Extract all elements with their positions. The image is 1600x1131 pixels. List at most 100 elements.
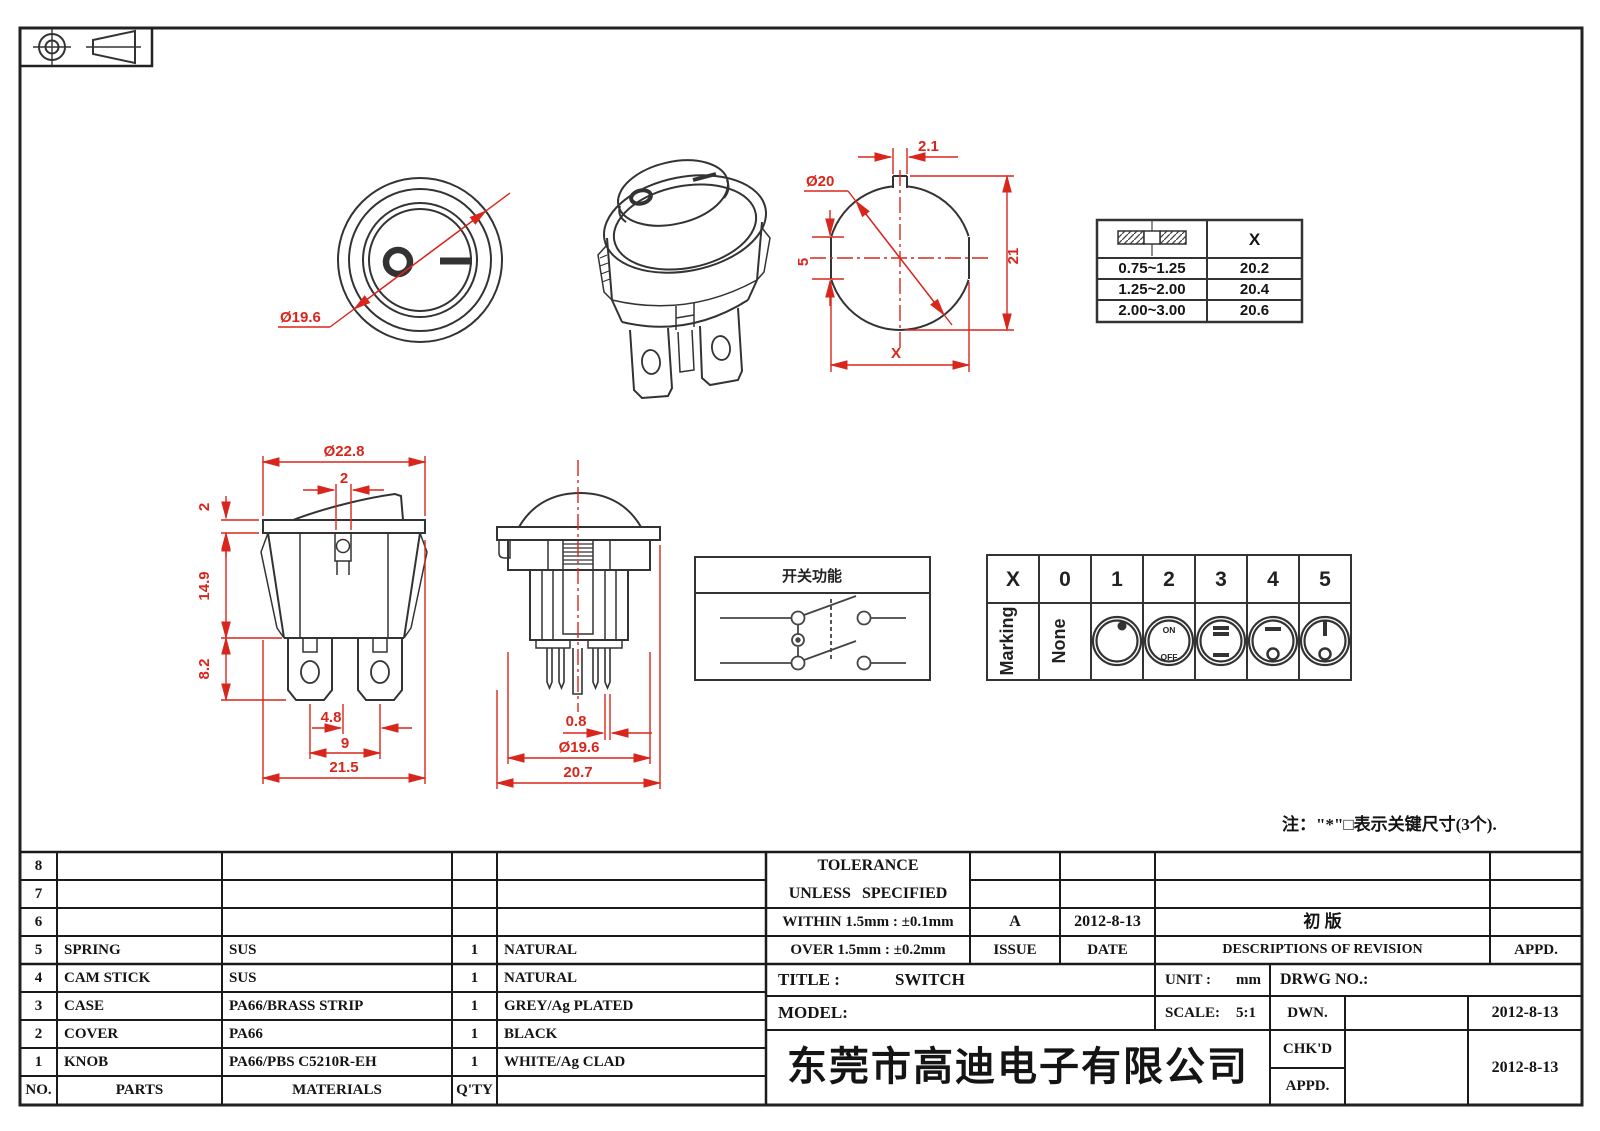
drwg-no-label: DRWG NO.: bbox=[1280, 971, 1369, 988]
marking-icon-dash-circle bbox=[1247, 615, 1299, 667]
sheet-border bbox=[18, 26, 1584, 1107]
parts-name: COVER bbox=[64, 1026, 119, 1042]
parts-no: 4 bbox=[34, 970, 43, 986]
side-elevation-dims bbox=[221, 456, 427, 784]
unit-label: UNIT : bbox=[1165, 972, 1211, 988]
marking-icon-line-circle bbox=[1299, 615, 1351, 667]
parts-no: 6 bbox=[34, 914, 43, 930]
parts-qty: 1 bbox=[470, 998, 479, 1014]
dim-cutout-notch: 2.1 bbox=[918, 138, 939, 155]
parts-name: CAM STICK bbox=[64, 970, 151, 986]
panel-thickness-icon bbox=[1117, 220, 1187, 256]
parts-name: CASE bbox=[64, 998, 105, 1014]
parts-no: 1 bbox=[34, 1054, 43, 1070]
dim-front-dia: Ø19.6 bbox=[280, 309, 321, 326]
marking-header-4: 4 bbox=[1267, 568, 1279, 591]
revision-description: 初 版 bbox=[1303, 912, 1342, 931]
parts-no: 7 bbox=[34, 886, 43, 902]
marking-table-lines bbox=[986, 554, 1352, 681]
parts-material: PA66/BRASS STRIP bbox=[229, 998, 364, 1014]
parts-finish: GREY/Ag PLATED bbox=[504, 998, 634, 1014]
parts-material: PA66/PBS C5210R-EH bbox=[229, 1054, 377, 1070]
marking-icon-on-off bbox=[1143, 615, 1195, 667]
dim-cutout-w: X bbox=[891, 345, 901, 362]
thickness-x-1: 20.2 bbox=[1239, 260, 1270, 277]
dwn-date: 2012-8-13 bbox=[1491, 1004, 1559, 1021]
parts-footer-qty: Q'TY bbox=[456, 1082, 493, 1098]
parts-finish: NATURAL bbox=[504, 942, 578, 958]
dim-side-body-w: 21.5 bbox=[329, 759, 358, 776]
chkd-label: CHK'D bbox=[1282, 1041, 1333, 1057]
scale-value: 5:1 bbox=[1236, 1005, 1256, 1021]
dim-side-latch-w: 2 bbox=[340, 470, 348, 487]
parts-footer-parts: PARTS bbox=[115, 1082, 164, 1098]
side-elevation-view bbox=[260, 492, 428, 701]
dim-side-body-h: 14.9 bbox=[196, 571, 213, 600]
dim-front-body-dia: Ø19.6 bbox=[559, 739, 600, 756]
parts-finish: NATURAL bbox=[504, 970, 578, 986]
revision-letter: A bbox=[1009, 913, 1021, 930]
front-view-dim bbox=[278, 192, 511, 328]
dwn-label: DWN. bbox=[1287, 1005, 1328, 1021]
iso-o-marking-icon bbox=[629, 188, 653, 206]
dim-cutout-dia: Ø20 bbox=[806, 173, 834, 190]
dim-cutout-h: 21 bbox=[1005, 248, 1022, 265]
parts-qty: 1 bbox=[470, 970, 479, 986]
revision-date: 2012-8-13 bbox=[1074, 913, 1141, 930]
circuit-diagram-icon bbox=[720, 595, 906, 671]
parts-no: 3 bbox=[34, 998, 43, 1014]
dim-cutout-flat: 5 bbox=[795, 258, 812, 266]
parts-finish: BLACK bbox=[504, 1026, 558, 1042]
unit-value: mm bbox=[1236, 972, 1261, 988]
thickness-range-3: 2.00~3.00 bbox=[1118, 302, 1186, 319]
parts-qty: 1 bbox=[470, 942, 479, 958]
marking-header-5: 5 bbox=[1319, 568, 1331, 591]
marking-row-label: Marking bbox=[997, 606, 1017, 675]
thickness-header-x: X bbox=[1248, 230, 1261, 249]
iso-dash-marking-icon bbox=[692, 172, 717, 182]
dim-front-pin-t: 0.8 bbox=[566, 713, 587, 730]
panel-cutout-dims bbox=[804, 148, 1014, 372]
dim-front-overall-w: 20.7 bbox=[563, 764, 592, 781]
parts-qty: 1 bbox=[470, 1054, 479, 1070]
function-box-title: 开关功能 bbox=[782, 567, 842, 585]
parts-footer-no: NO. bbox=[25, 1082, 52, 1098]
thickness-x-2: 20.4 bbox=[1239, 281, 1270, 298]
appd-column-header: APPD. bbox=[1514, 942, 1558, 958]
marking-header-3: 3 bbox=[1215, 568, 1227, 591]
date-header: DATE bbox=[1087, 942, 1128, 958]
chkd-appd-date: 2012-8-13 bbox=[1491, 1059, 1559, 1076]
parts-finish: WHITE/Ag CLAD bbox=[504, 1054, 626, 1070]
tolerance-over: OVER 1.5mm : ±0.2mm bbox=[790, 942, 946, 958]
marking-on-text: ON bbox=[1163, 625, 1176, 635]
model-label: MODEL: bbox=[778, 1003, 848, 1022]
descriptions-header: DESCRIPTIONS OF REVISION bbox=[1222, 942, 1423, 957]
title-label: TITLE : bbox=[778, 970, 840, 989]
front-round-view bbox=[337, 177, 503, 343]
marking-none-label: None bbox=[1049, 619, 1069, 664]
bottom-grid-lines bbox=[20, 850, 1582, 1105]
parts-no: 5 bbox=[34, 942, 43, 958]
marking-header-x: X bbox=[1006, 568, 1020, 591]
front-elevation-dims bbox=[495, 460, 662, 789]
marking-header-2: 2 bbox=[1163, 568, 1175, 591]
thickness-table-lines bbox=[1095, 218, 1304, 324]
issue-header: ISSUE bbox=[993, 942, 1037, 958]
marking-icon-dot bbox=[1091, 615, 1143, 667]
marking-icon-bars bbox=[1195, 615, 1247, 667]
dim-side-flange-t: 2 bbox=[196, 503, 213, 511]
dim-side-pin-pitch: 9 bbox=[341, 735, 349, 752]
projection-symbol-icon bbox=[33, 29, 141, 65]
marking-header-1: 1 bbox=[1111, 568, 1123, 591]
dim-side-term-h: 8.2 bbox=[196, 659, 213, 680]
appd-label: APPD. bbox=[1285, 1078, 1330, 1094]
dim-side-pin-off: 4.8 bbox=[321, 709, 342, 726]
parts-footer-materials: MATERIALS bbox=[292, 1082, 382, 1098]
parts-material: SUS bbox=[229, 942, 257, 958]
isometric-view bbox=[597, 159, 771, 400]
parts-material: PA66 bbox=[229, 1026, 263, 1042]
thickness-range-1: 0.75~1.25 bbox=[1118, 260, 1186, 277]
parts-no: 8 bbox=[34, 858, 43, 874]
